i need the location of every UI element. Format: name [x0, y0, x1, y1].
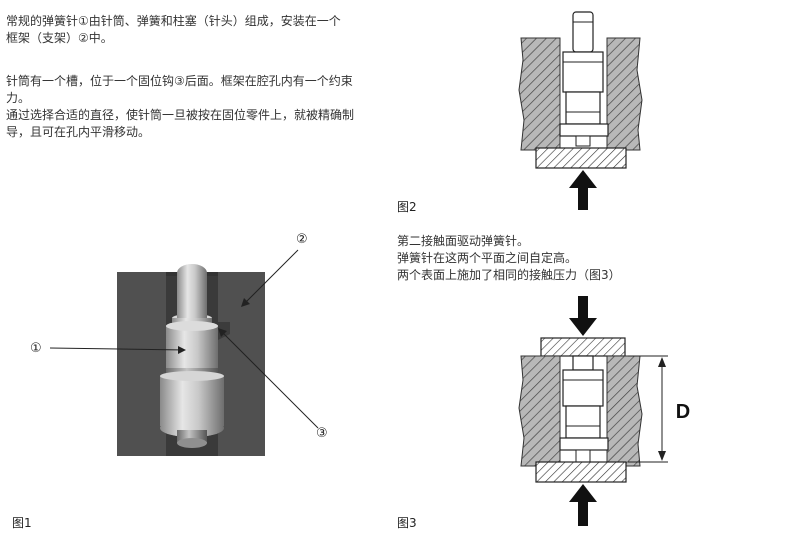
fig3-line: 弹簧针在这两个平面之间自定高。 [397, 251, 578, 265]
intro-line: 导，且可在孔内平滑移动。 [6, 125, 151, 139]
fig3-bottom-arrow-head [569, 484, 597, 502]
fig3-barrel-upper [562, 369, 604, 407]
fig3-housing-right [606, 355, 643, 467]
pin-plunger-front [177, 274, 207, 324]
frame-right-wall [218, 272, 265, 456]
fig3-bottom-plate [535, 461, 627, 483]
fig3-top-arrow-head [569, 318, 597, 336]
pin-tail-cap [177, 438, 207, 448]
fig3-plunger [572, 355, 594, 371]
fig3-description: 第二接触面驱动弹簧针。 弹簧针在这两个平面之间自定高。 两个表面上施加了相同的接… [397, 233, 717, 284]
leader-arrow-1 [178, 346, 186, 354]
leader-line-1 [49, 347, 186, 351]
callout-3-label: ③ [316, 426, 328, 441]
fig3-illustration: D [518, 296, 690, 526]
fig2-plunger [572, 11, 594, 53]
fig3-barrel-lower [565, 405, 601, 439]
fig3-top-plate [540, 337, 626, 357]
fig1-illustration [49, 249, 319, 456]
fig2-housing-left [518, 37, 561, 151]
fig1-caption: 图1 [12, 516, 32, 530]
fig3-collar [559, 437, 609, 451]
callout-2-label: ② [296, 232, 308, 247]
fig3-line: 两个表面上施加了相同的接触压力（图3） [397, 268, 621, 282]
fig2-caption: 图2 [397, 200, 417, 214]
pin-barrel-lower-front [160, 376, 224, 426]
fig3-dim-arrow-top [658, 357, 666, 367]
intro-line: 常规的弹簧针①由针筒、弹簧和柱塞（针头）组成，安装在一个 [6, 14, 341, 28]
callout-1-label: ① [30, 341, 42, 356]
leader-arrow-3 [218, 328, 227, 337]
fig2-force-arrow-shaft [578, 186, 588, 210]
fig2-force-arrow-head [569, 170, 597, 188]
fig3-line: 第二接触面驱动弹簧针。 [397, 234, 530, 248]
fig3-bottom-arrow-shaft [578, 500, 588, 526]
pin-base-front [160, 419, 224, 437]
fig2-barrel-upper [562, 51, 604, 93]
fig2-tail [575, 135, 591, 147]
intro-line: 通过选择合适的直径，使针筒一旦被按在固位零件上，就被精确制 [6, 108, 355, 122]
leader-arrow-2 [241, 298, 250, 307]
fig2-housing-right [606, 37, 643, 151]
fig3-tail [575, 449, 591, 463]
leader-line-3 [219, 329, 319, 429]
pin-plunger-dome [177, 264, 207, 282]
fig3-top-arrow-shaft [578, 296, 588, 320]
intro-paragraph-1: 常规的弹簧针①由针筒、弹簧和柱塞（针头）组成，安装在一个 框架（支架）②中。 [6, 13, 386, 47]
fig3-housing-left [518, 355, 561, 467]
intro-line: 力。 [6, 91, 31, 105]
intro-line: 框架（支架）②中。 [6, 31, 113, 45]
fig3-dim-arrow-bottom [658, 451, 666, 461]
pin-shoulder-rim [160, 371, 224, 381]
intro-paragraph-2: 针筒有一个槽，位于一个固位钩③后面。框架在腔孔内有一个约束 力。 通过选择合适的… [6, 73, 386, 141]
frame-left-wall [117, 272, 166, 456]
pin-barrel-upper-front [166, 326, 218, 368]
fig2-collar [559, 123, 609, 137]
pin-barrel-rim [166, 321, 218, 331]
fig2-illustration [518, 11, 643, 210]
fig3-caption: 图3 [397, 516, 417, 530]
fig2-contact-plate [535, 147, 627, 169]
fig2-barrel-lower [565, 91, 601, 125]
leader-line-2 [242, 249, 299, 306]
fig3-dimension-label: D [676, 401, 690, 423]
intro-line: 针筒有一个槽，位于一个固位钩③后面。框架在腔孔内有一个约束 [6, 74, 353, 88]
